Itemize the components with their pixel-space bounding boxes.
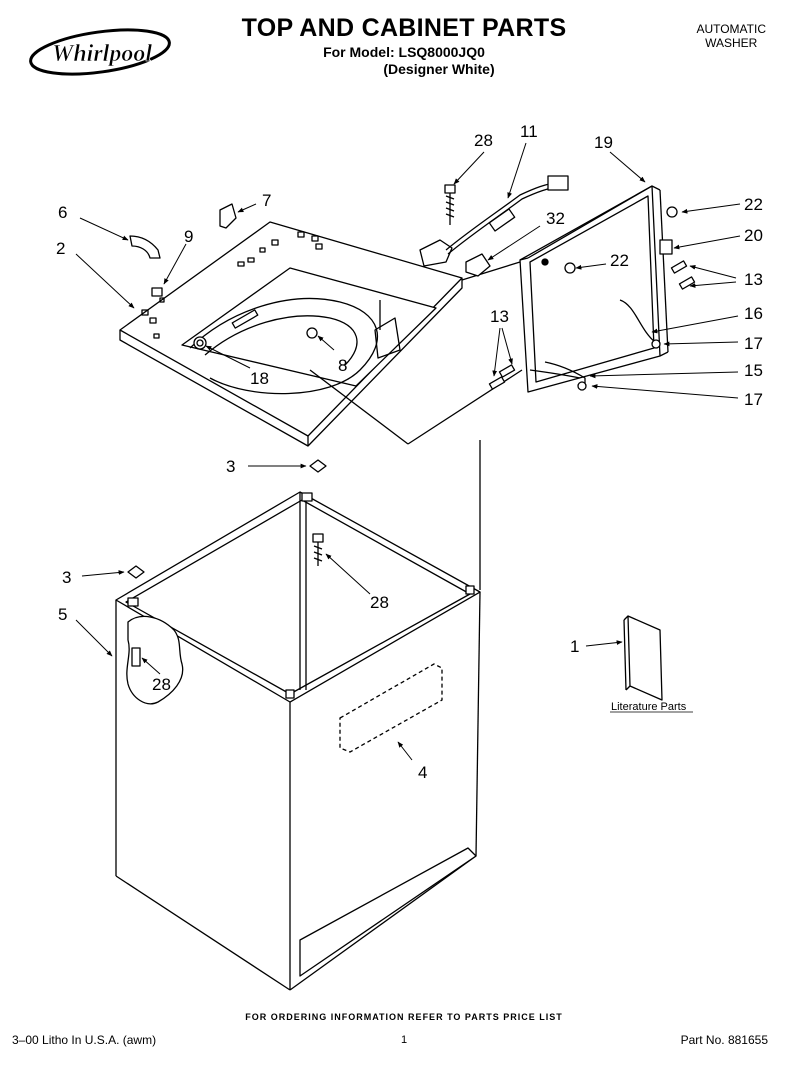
litho-note: 3–00 Litho In U.S.A. (awm): [12, 1033, 157, 1047]
callout-15: 15: [744, 361, 763, 380]
callout-32: 32: [546, 209, 565, 228]
callout-17-upper: 17: [744, 334, 763, 353]
control-console: [519, 185, 669, 393]
lid-switch-assembly: [419, 175, 569, 267]
callout-8: 8: [338, 356, 347, 375]
callout-17-lower: 17: [744, 390, 763, 409]
callout-7: 7: [262, 191, 271, 210]
clip-3b: [127, 565, 145, 579]
callout-3-upper: 3: [226, 457, 235, 476]
doc-type-line-2: WASHER: [705, 36, 758, 50]
callout-4: 4: [418, 763, 427, 782]
doc-type-line-1: AUTOMATIC: [696, 22, 766, 36]
page-title: TOP AND CABINET PARTS: [241, 14, 567, 42]
clip-6: [129, 235, 161, 259]
variant-line: (Designer White): [383, 61, 495, 77]
clip-7: [219, 203, 237, 229]
callout-5: 5: [58, 605, 67, 624]
model-line: For Model: LSQ8000JQ0: [323, 44, 485, 60]
brand-wordmark: Whirlpool: [52, 41, 152, 67]
callout-3-lower: 3: [62, 568, 71, 587]
callout-20: 20: [744, 226, 763, 245]
screw-28-top: [444, 184, 456, 225]
callout-2: 2: [56, 239, 65, 258]
clip-9: [151, 287, 163, 297]
part-number: Part No. 881655: [680, 1033, 768, 1047]
callout-28-top: 28: [474, 131, 493, 150]
callout-22-console: 22: [610, 251, 629, 270]
literature-parts-label: Literature Parts: [611, 701, 687, 713]
callout-13-left: 13: [490, 307, 509, 326]
cabinet: [115, 491, 481, 991]
washer-top-panel: [119, 221, 463, 447]
callout-9: 9: [184, 227, 193, 246]
callout-18: 18: [250, 369, 269, 388]
page-number: 1: [400, 1034, 408, 1046]
callout-16: 16: [744, 304, 763, 323]
callout-22-right: 22: [744, 195, 763, 214]
callout-28-cutout: 28: [152, 675, 171, 694]
document-type: AUTOMATIC WASHER: [696, 22, 766, 50]
literature-booklet: [623, 615, 663, 701]
callout-11: 11: [520, 122, 538, 141]
callout-19: 19: [594, 133, 613, 152]
callout-1: 1: [570, 637, 579, 656]
clip-3a: [309, 459, 327, 473]
ordering-note: FOR ORDERING INFORMATION REFER TO PARTS …: [245, 1012, 563, 1022]
callout-6: 6: [58, 203, 67, 222]
screw-28-cabinet: [312, 533, 324, 566]
whirlpool-logo: Whirlpool: [29, 28, 171, 76]
lid-switch-actuator: [465, 253, 491, 277]
callout-13-right: 13: [744, 270, 763, 289]
callout-28-cabinet: 28: [370, 593, 389, 612]
